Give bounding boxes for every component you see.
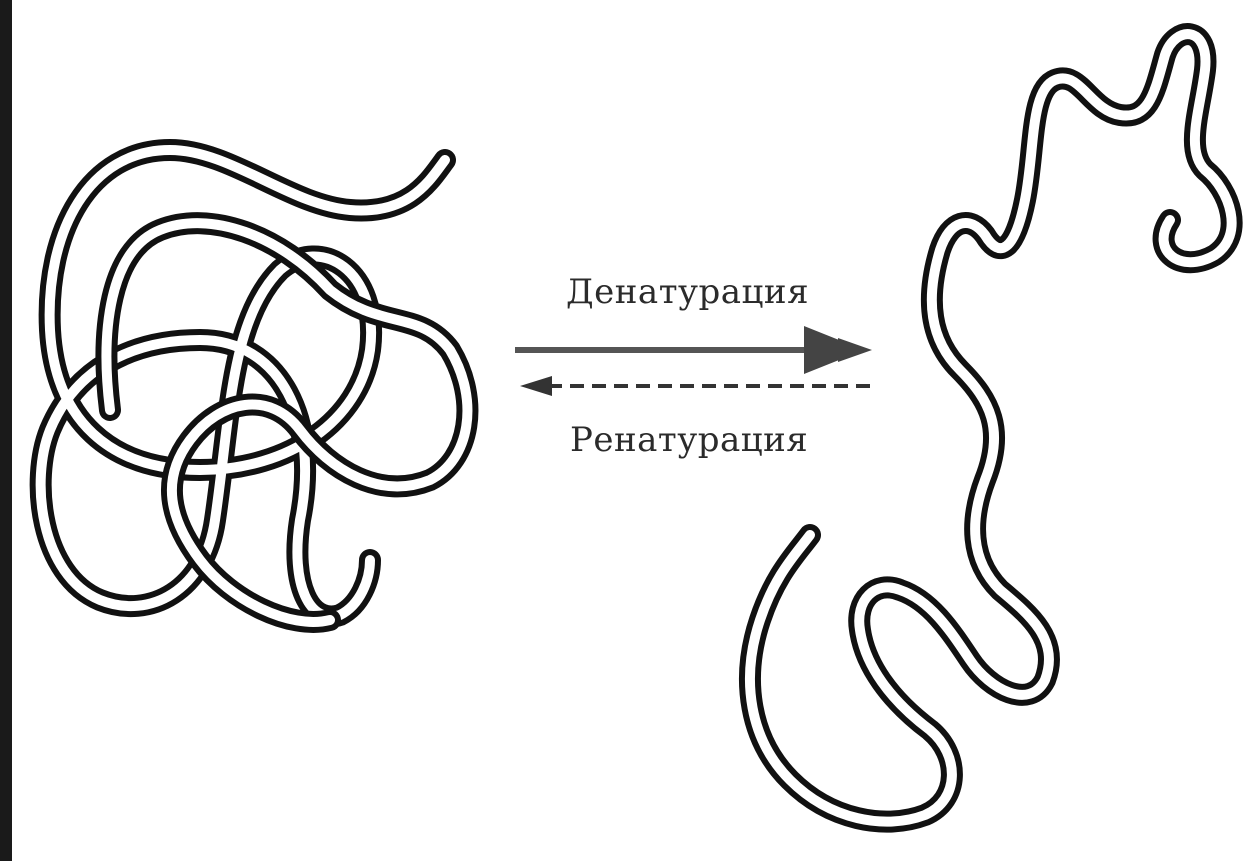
native-protein-coil [41,150,468,622]
denaturation-label: Денатурация [566,272,809,312]
renaturation-label: Ренатурация [570,420,808,460]
renaturation-arrowhead [520,376,552,396]
denaturation-arrowhead [838,338,872,362]
denatured-protein-strand [750,34,1232,822]
